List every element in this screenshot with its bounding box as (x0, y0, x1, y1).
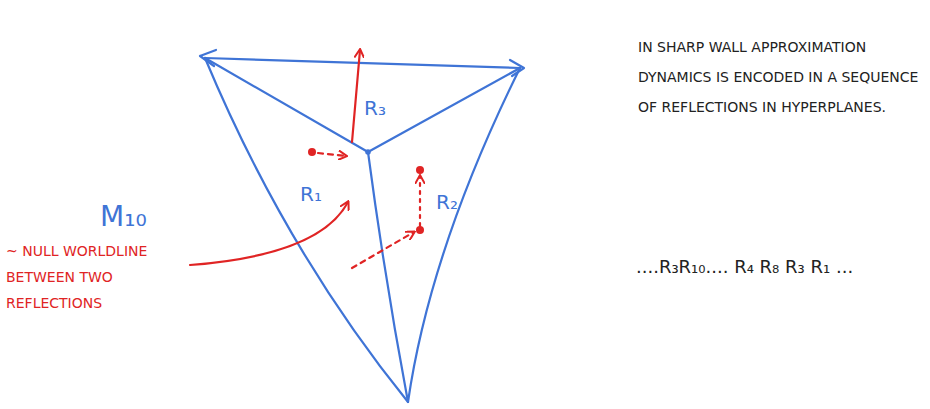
inner-line (368, 152, 408, 402)
wall-label: R₁ (300, 182, 322, 206)
reflection-dot (308, 148, 316, 156)
top-wall (205, 58, 520, 68)
center-vertex (365, 149, 371, 155)
wall-label: R₂ (436, 190, 458, 214)
trajectory (190, 50, 420, 268)
reflection-points (308, 148, 424, 234)
wall-label: R₃ (364, 96, 386, 120)
corner-tick (510, 60, 524, 76)
inner-line (368, 68, 520, 152)
reflection-sequence: ....R₃R₁₀.... R₄ R₈ R₃ R₁ ... (636, 256, 853, 278)
left-wall (205, 58, 408, 402)
simplex-walls (200, 50, 524, 402)
trajectory-dotted (419, 176, 421, 226)
reflection-dot (416, 226, 424, 234)
trajectory-dashed (352, 232, 414, 268)
reflection-dot (416, 166, 424, 174)
trajectory-arrow (352, 50, 360, 142)
space-label: M₁₀ (100, 200, 147, 234)
description-note: IN SHARP WALL APPROXIMATION DYNAMICS IS … (638, 32, 922, 122)
right-wall (408, 68, 520, 402)
leader-arrow (190, 202, 348, 265)
annotation-note: ~ NULL WORLDLINE BETWEEN TWO REFLECTIONS (6, 238, 184, 316)
trajectory-dashed (318, 153, 346, 156)
corner-tick (200, 50, 216, 66)
inner-line (205, 58, 368, 152)
